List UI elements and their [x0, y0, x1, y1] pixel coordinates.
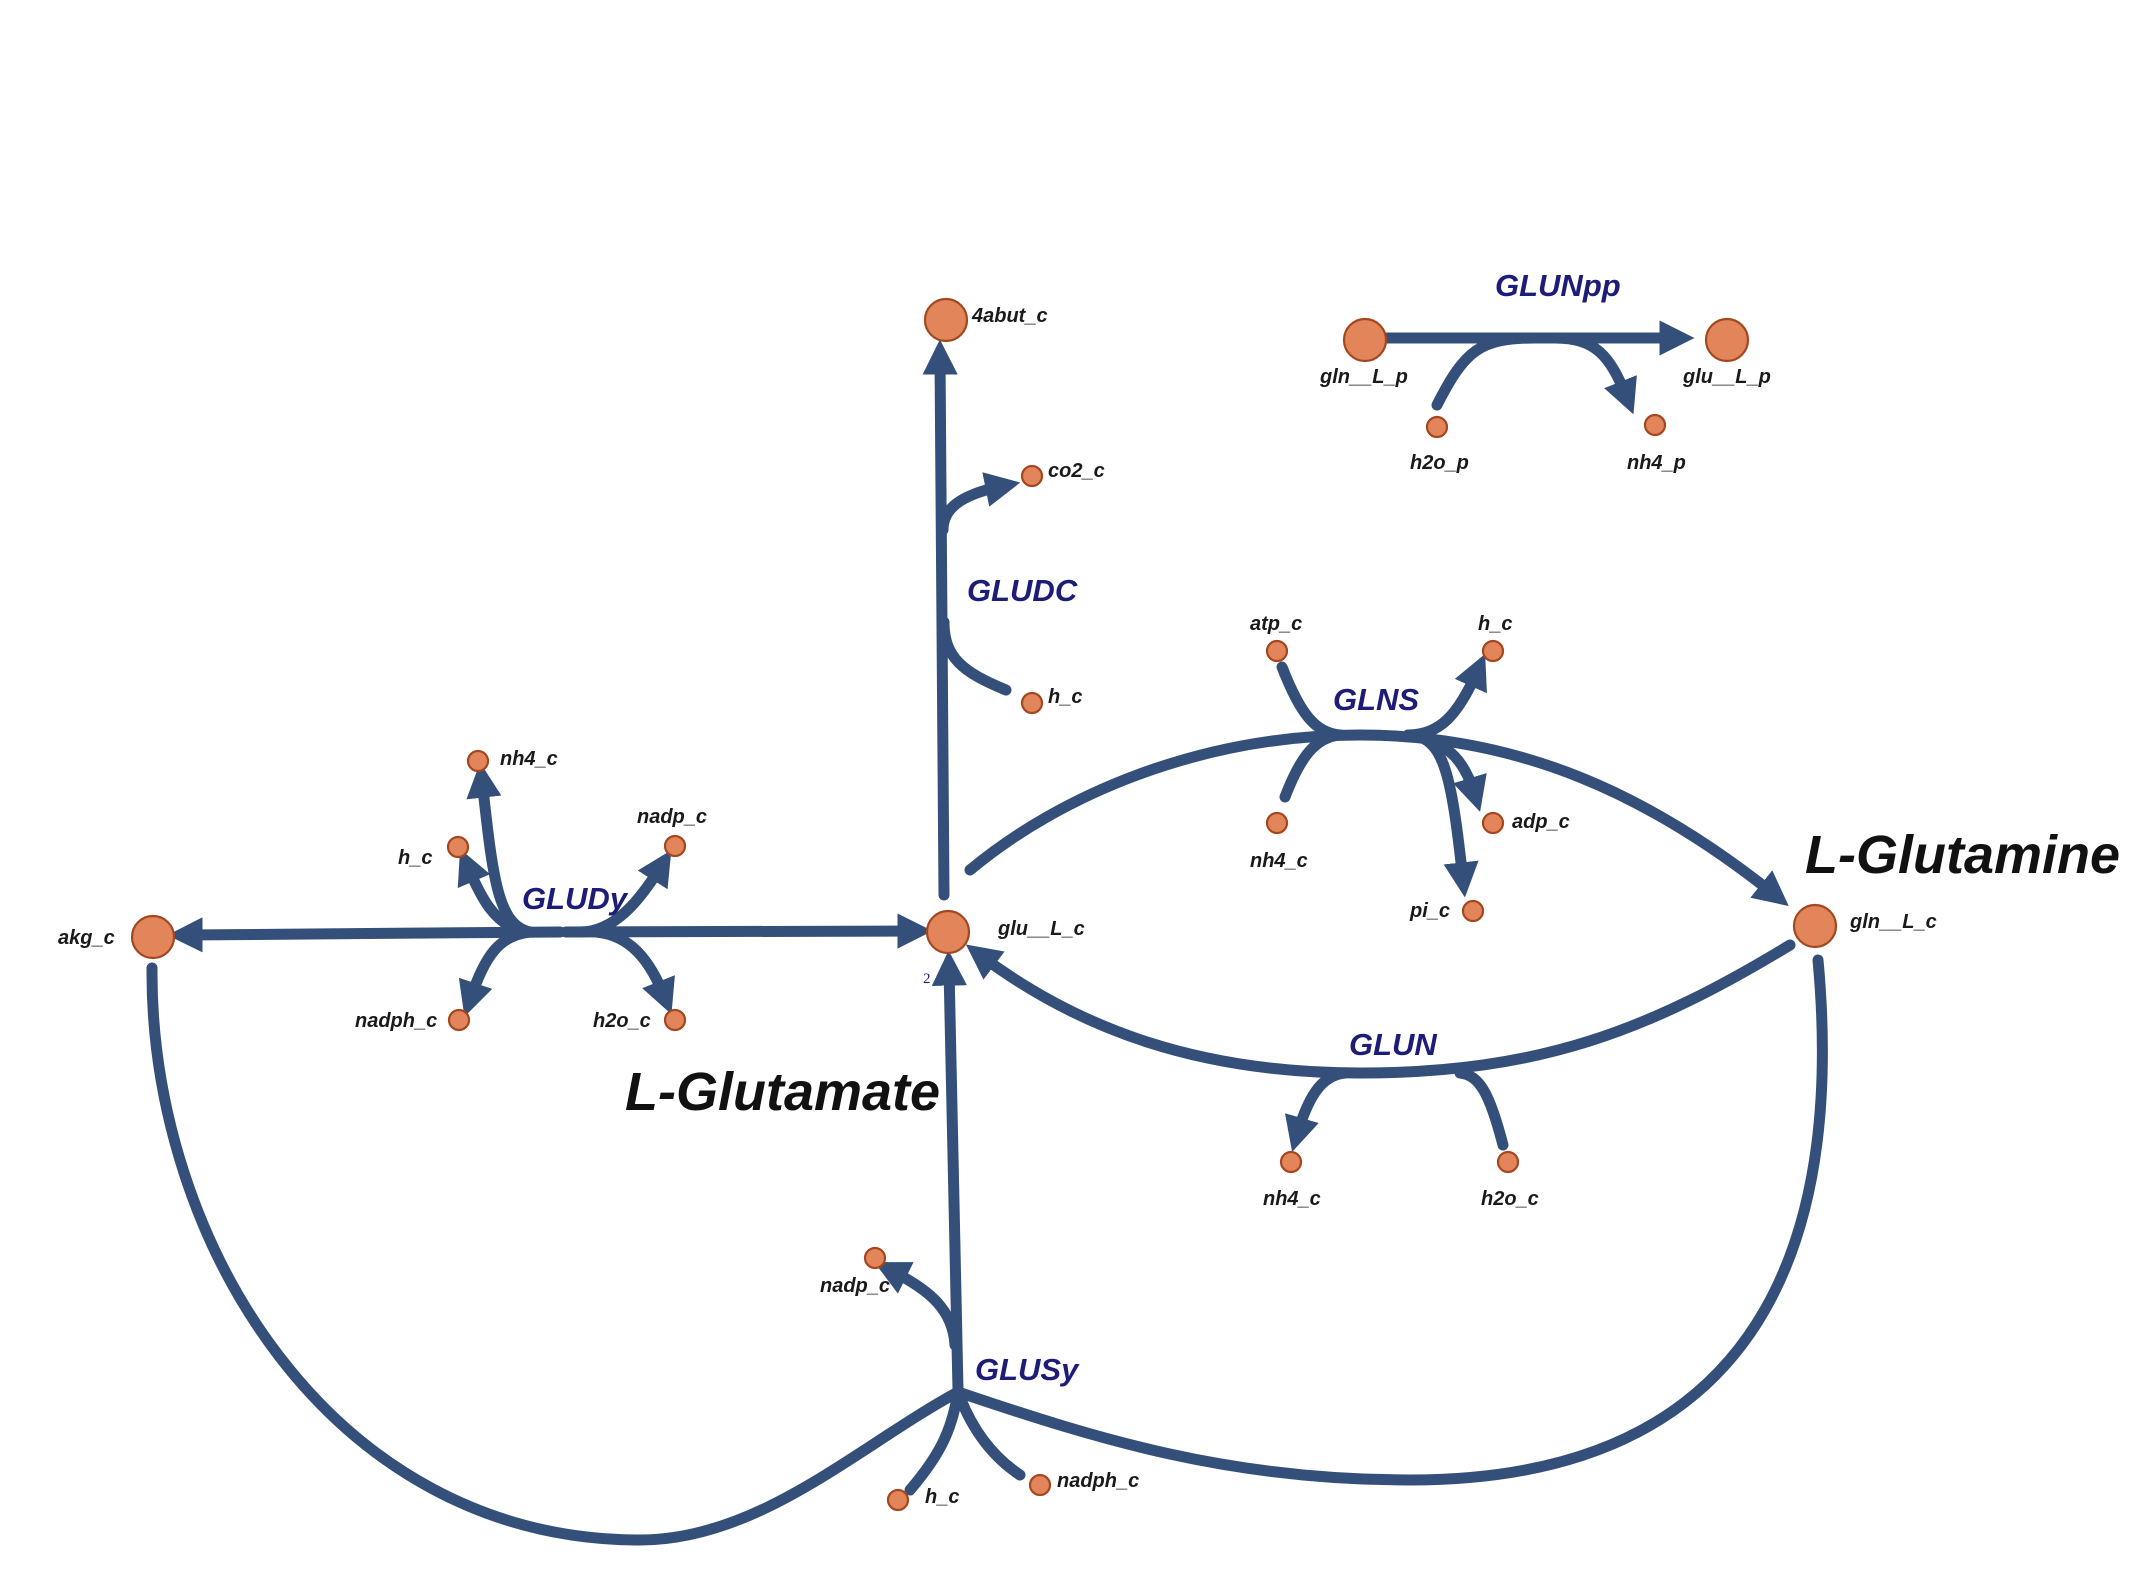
reaction-paths — [146, 320, 1828, 1546]
metabolite-node-pi-c[interactable] — [1461, 899, 1485, 923]
metabolite-label-nadph-c-glusy: nadph_c — [1057, 1470, 1139, 1492]
metabolite-label-glu-l-c: glu__L_c — [997, 918, 1085, 940]
metabolite-node-nh4-c-gludy[interactable] — [466, 749, 490, 773]
compound-headings: L-Glutamate L-Glutamine 2 — [625, 825, 2120, 1122]
glns-pi-path[interactable] — [1412, 730, 1479, 898]
gludy-h-path[interactable] — [457, 848, 526, 938]
metabolite-node-h-c-gludy[interactable] — [446, 835, 470, 859]
metabolite-node-akg-c[interactable] — [130, 914, 176, 960]
metabolite-label-nadp-c-gludy: nadp_c — [637, 806, 707, 828]
metabolite-label-gln-l-p: gln__L_p — [1319, 366, 1408, 388]
metabolite-node-h-c-glns[interactable] — [1481, 639, 1505, 663]
metabolite-label-glu-l-p: glu__L_p — [1682, 366, 1771, 388]
metabolite-node-co2-c[interactable] — [1020, 464, 1044, 488]
metabolite-label-h2o-p: h2o_p — [1410, 452, 1469, 474]
gludc-h-c-path[interactable] — [938, 616, 1012, 696]
reaction-label-glusy[interactable]: GLUSy — [975, 1352, 1080, 1387]
metabolite-label-nh4-c-glun: nh4_c — [1263, 1188, 1321, 1210]
glns-nh4-path[interactable] — [1279, 729, 1346, 803]
metabolite-label-akg-c: akg_c — [58, 927, 115, 949]
reaction-glns-paths[interactable] — [964, 653, 1789, 906]
metabolite-label-pi-c: pi_c — [1409, 900, 1450, 922]
metabolite-label-h-c-gludy: h_c — [398, 847, 432, 869]
metabolite-label-adp-c: adp_c — [1512, 811, 1570, 833]
metabolite-node-nadp-c-glusy[interactable] — [863, 1246, 887, 1270]
metabolite-node-adp-c[interactable] — [1481, 811, 1505, 835]
heading-l-glutamine: L-Glutamine — [1805, 825, 2120, 885]
metabolite-node-h-c-gludc[interactable] — [1020, 691, 1044, 715]
metabolite-node-nadp-c-gludy[interactable] — [663, 834, 687, 858]
glun-gln-to-glu-path[interactable] — [965, 939, 1796, 1079]
metabolite-label-nadp-c-glusy: nadp_c — [820, 1275, 890, 1297]
heading-l-glutamate: L-Glutamate — [625, 1062, 940, 1122]
glusy-h-path[interactable] — [904, 1386, 964, 1496]
metabolite-label-h-c-glusy: h_c — [925, 1486, 959, 1508]
glusy-gln-path[interactable] — [952, 954, 1828, 1486]
metabolite-node-glu-l-p[interactable] — [1704, 317, 1750, 363]
glun-nh4-path[interactable] — [1284, 1067, 1351, 1152]
metabolite-node-gln-l-p[interactable] — [1342, 317, 1388, 363]
metabolite-node-atp-c[interactable] — [1265, 639, 1289, 663]
glusy-nadph-path[interactable] — [952, 1386, 1026, 1481]
gludy-nadph-path[interactable] — [458, 926, 536, 1017]
reaction-label-glunpp[interactable]: GLUNpp — [1495, 268, 1621, 303]
metabolite-label-4abut-c: 4abut_c — [971, 305, 1048, 327]
metabolite-label-gln-l-c: gln__L_c — [1849, 911, 1937, 933]
metabolite-node-h2o-c-glun[interactable] — [1496, 1150, 1520, 1174]
gludy-h2o-path[interactable] — [590, 926, 675, 1015]
metabolite-label-nh4-c-gludy: nh4_c — [500, 748, 558, 770]
gludc-co2-path[interactable] — [937, 472, 1021, 536]
gludy-glu-path[interactable] — [560, 913, 933, 949]
reaction-label-glns[interactable]: GLNS — [1333, 682, 1419, 717]
metabolite-label-nadph-c-gludy: nadph_c — [355, 1010, 437, 1032]
metabolite-node-h-c-glusy[interactable] — [886, 1488, 910, 1512]
glun-h2o-path[interactable] — [1454, 1067, 1509, 1151]
reaction-labels: GLUNpp GLUDC GLNS GLUDy GLUN GLUSy — [522, 268, 1621, 1387]
metabolite-label-nh4-p: nh4_p — [1627, 452, 1686, 474]
metabolite-node-nh4-c-glun[interactable] — [1279, 1150, 1303, 1174]
metabolite-node-nh4-p[interactable] — [1643, 413, 1667, 437]
metabolite-node-nadph-c-glusy[interactable] — [1028, 1473, 1052, 1497]
glunpp-h2o-p-path[interactable] — [1431, 332, 1541, 411]
metabolite-node-nh4-c-glns[interactable] — [1265, 811, 1289, 835]
reaction-label-gludc[interactable]: GLUDC — [967, 573, 1078, 608]
metabolite-node-h2o-c-gludy[interactable] — [663, 1008, 687, 1032]
glusy-to-glu-path[interactable] — [931, 950, 967, 1396]
metabolite-label-h-c-glns: h_c — [1478, 613, 1512, 635]
reaction-label-gludy[interactable]: GLUDy — [522, 881, 629, 916]
metabolite-node-4abut-c[interactable] — [923, 297, 969, 343]
glunpp-nh4-p-path[interactable] — [1549, 332, 1637, 415]
metabolite-node-glu-l-c[interactable] — [925, 909, 971, 955]
reaction-glusy-paths[interactable] — [146, 950, 1828, 1546]
reaction-glun-paths[interactable] — [965, 939, 1796, 1152]
glusy-nadp-path[interactable] — [874, 1262, 961, 1351]
metabolite-node-nadph-c-gludy[interactable] — [447, 1008, 471, 1032]
glns-atp-path[interactable] — [1276, 661, 1346, 741]
reaction-glunpp-paths[interactable] — [1381, 320, 1695, 415]
metabolite-label-h2o-c-gludy: h2o_c — [593, 1010, 651, 1032]
metabolite-nodes — [130, 297, 1838, 1512]
stoichiometry-coefficient: 2 — [923, 971, 931, 987]
glusy-akg-path[interactable] — [146, 962, 964, 1546]
reaction-gludy-paths[interactable] — [167, 762, 933, 1017]
gludy-akg-path[interactable] — [167, 917, 566, 953]
metabolite-label-co2-c: co2_c — [1048, 460, 1105, 482]
metabolite-node-gln-l-c[interactable] — [1792, 903, 1838, 949]
reaction-label-glun[interactable]: GLUN — [1349, 1027, 1437, 1062]
metabolite-node-h2o-p[interactable] — [1425, 415, 1449, 439]
reaction-gludc-paths[interactable] — [922, 339, 1021, 901]
glns-glu-to-gln-path[interactable] — [964, 729, 1789, 906]
metabolite-label-h2o-c-glun: h2o_c — [1481, 1188, 1539, 1210]
metabolite-label-h-c-gludc: h_c — [1048, 686, 1082, 708]
metabolite-labels: 4abut_c co2_c h_c gln__L_p glu__L_p h2o_… — [58, 305, 1937, 1508]
metabolite-label-atp-c: atp_c — [1250, 613, 1302, 635]
metabolite-label-nh4-c-glns: nh4_c — [1250, 850, 1308, 872]
